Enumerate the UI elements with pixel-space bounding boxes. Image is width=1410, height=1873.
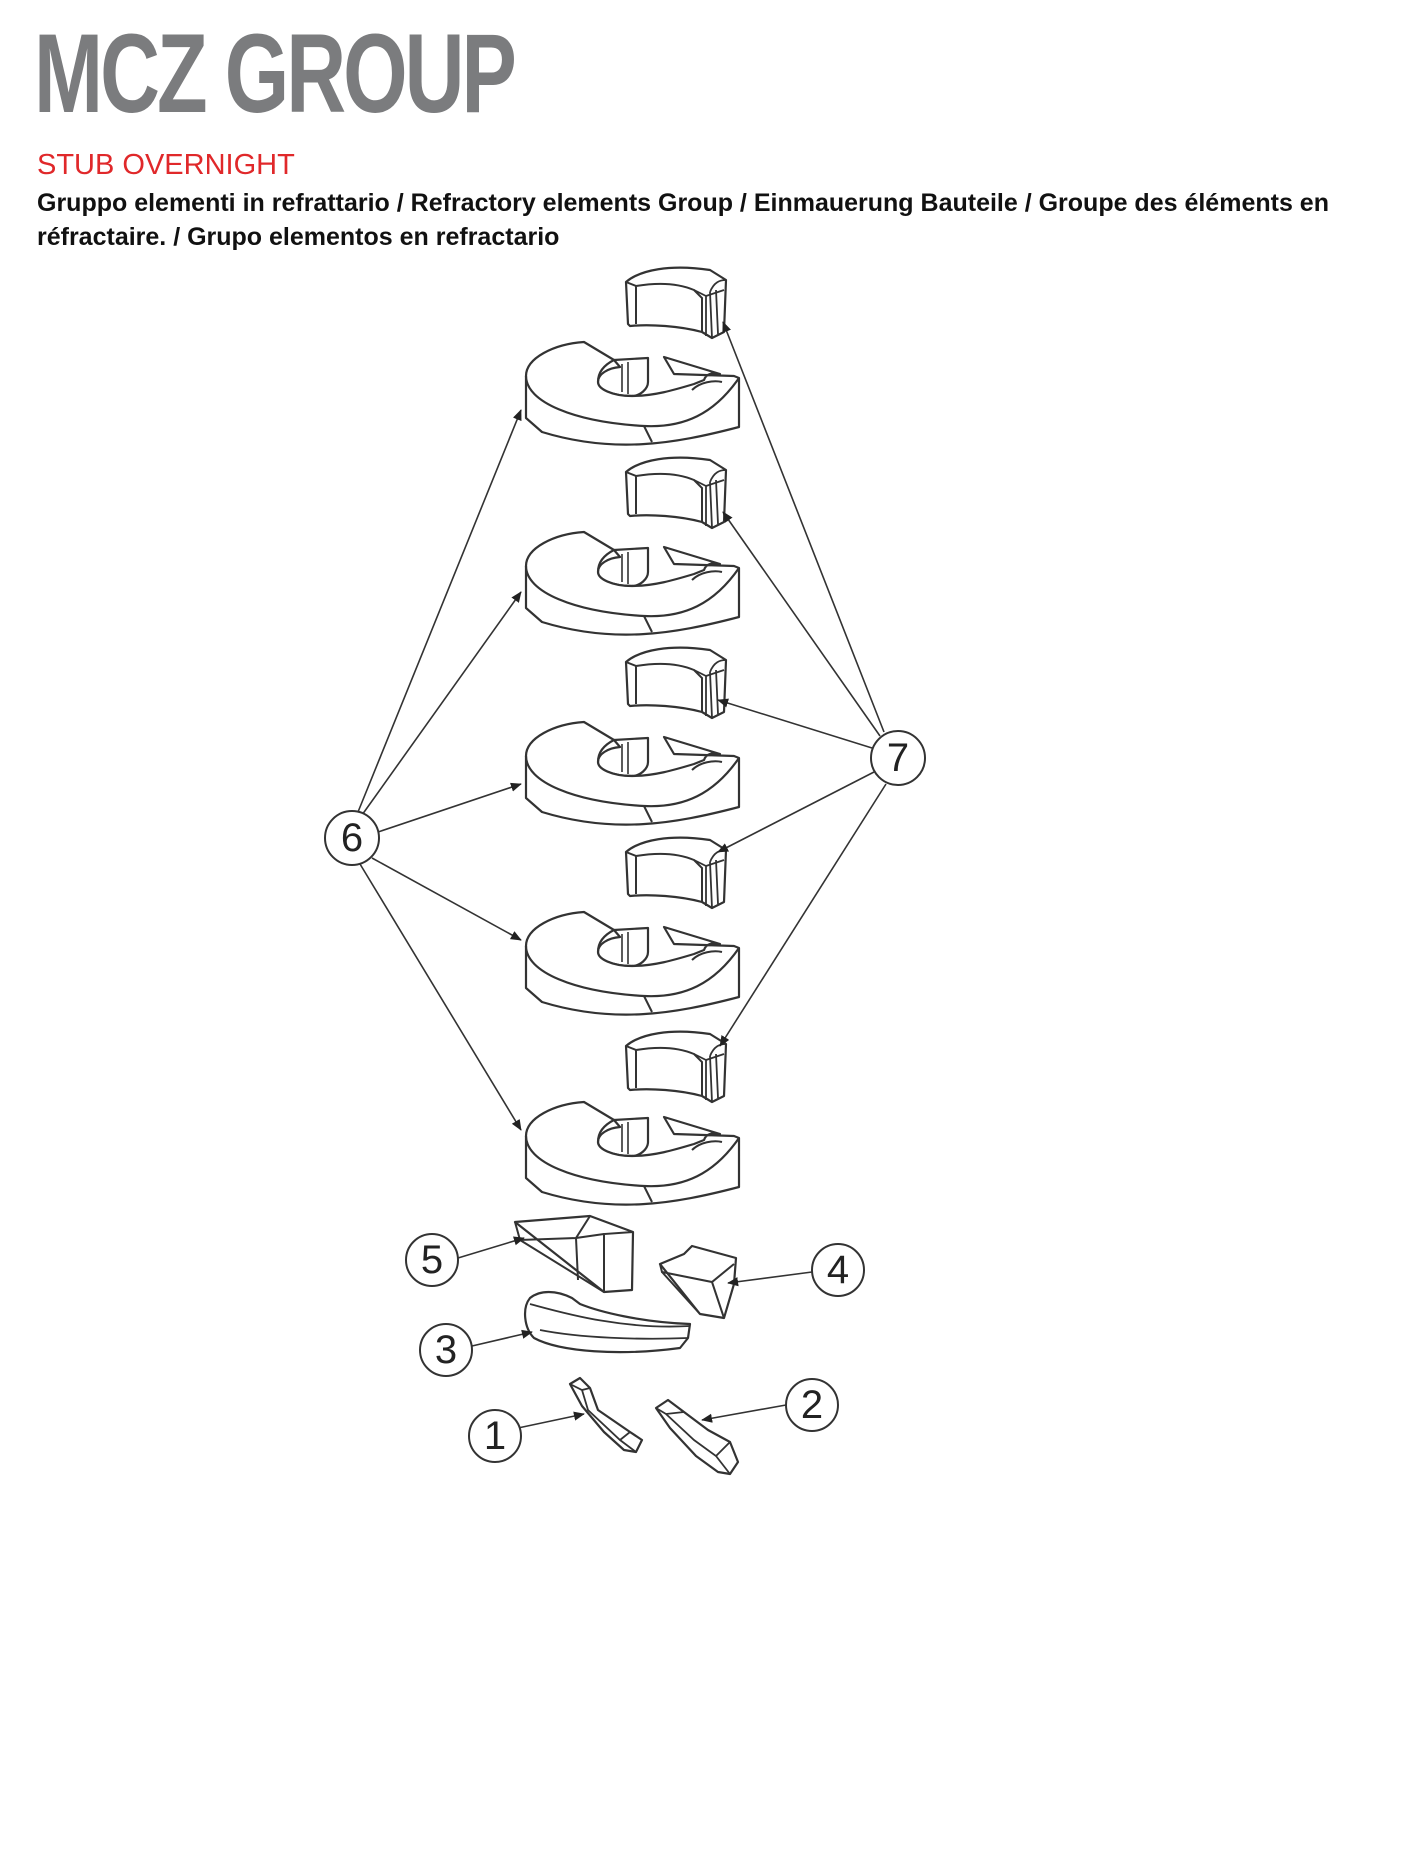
svg-text:6: 6: [341, 816, 363, 860]
insert-7c: [624, 646, 728, 720]
ring-6b: [524, 530, 741, 636]
part-2: [654, 1398, 740, 1476]
insert-7e: [624, 1030, 728, 1104]
part-3: [524, 1290, 692, 1354]
callout-3: 3: [419, 1323, 473, 1377]
callout-5: 5: [405, 1233, 459, 1287]
callout-7: 7: [870, 730, 926, 786]
brand-logo: MCZ GROUP: [34, 11, 517, 136]
insert-7b: [624, 456, 728, 530]
part-4: [658, 1244, 738, 1320]
insert-7a: [624, 266, 728, 340]
part-5: [513, 1214, 635, 1294]
svg-text:1: 1: [484, 1414, 506, 1458]
svg-text:7: 7: [887, 736, 909, 780]
ring-6d: [524, 910, 741, 1016]
insert-7d: [624, 836, 728, 910]
model-title: STUB OVERNIGHT: [37, 149, 295, 181]
callout-2: 2: [785, 1378, 839, 1432]
svg-text:3: 3: [435, 1328, 457, 1372]
description-text: Gruppo elementi in refrattario / Refract…: [37, 189, 1329, 251]
callout-4: 4: [811, 1243, 865, 1297]
ring-6a: [524, 340, 741, 446]
ring-6c: [524, 720, 741, 826]
svg-text:5: 5: [421, 1238, 443, 1282]
callout-6: 6: [324, 810, 380, 866]
callout-1: 1: [468, 1409, 522, 1463]
svg-text:4: 4: [827, 1248, 849, 1292]
ring-6e: [524, 1100, 741, 1206]
svg-text:2: 2: [801, 1383, 823, 1427]
leader-lines: [357, 321, 887, 1429]
part-1: [568, 1376, 644, 1454]
